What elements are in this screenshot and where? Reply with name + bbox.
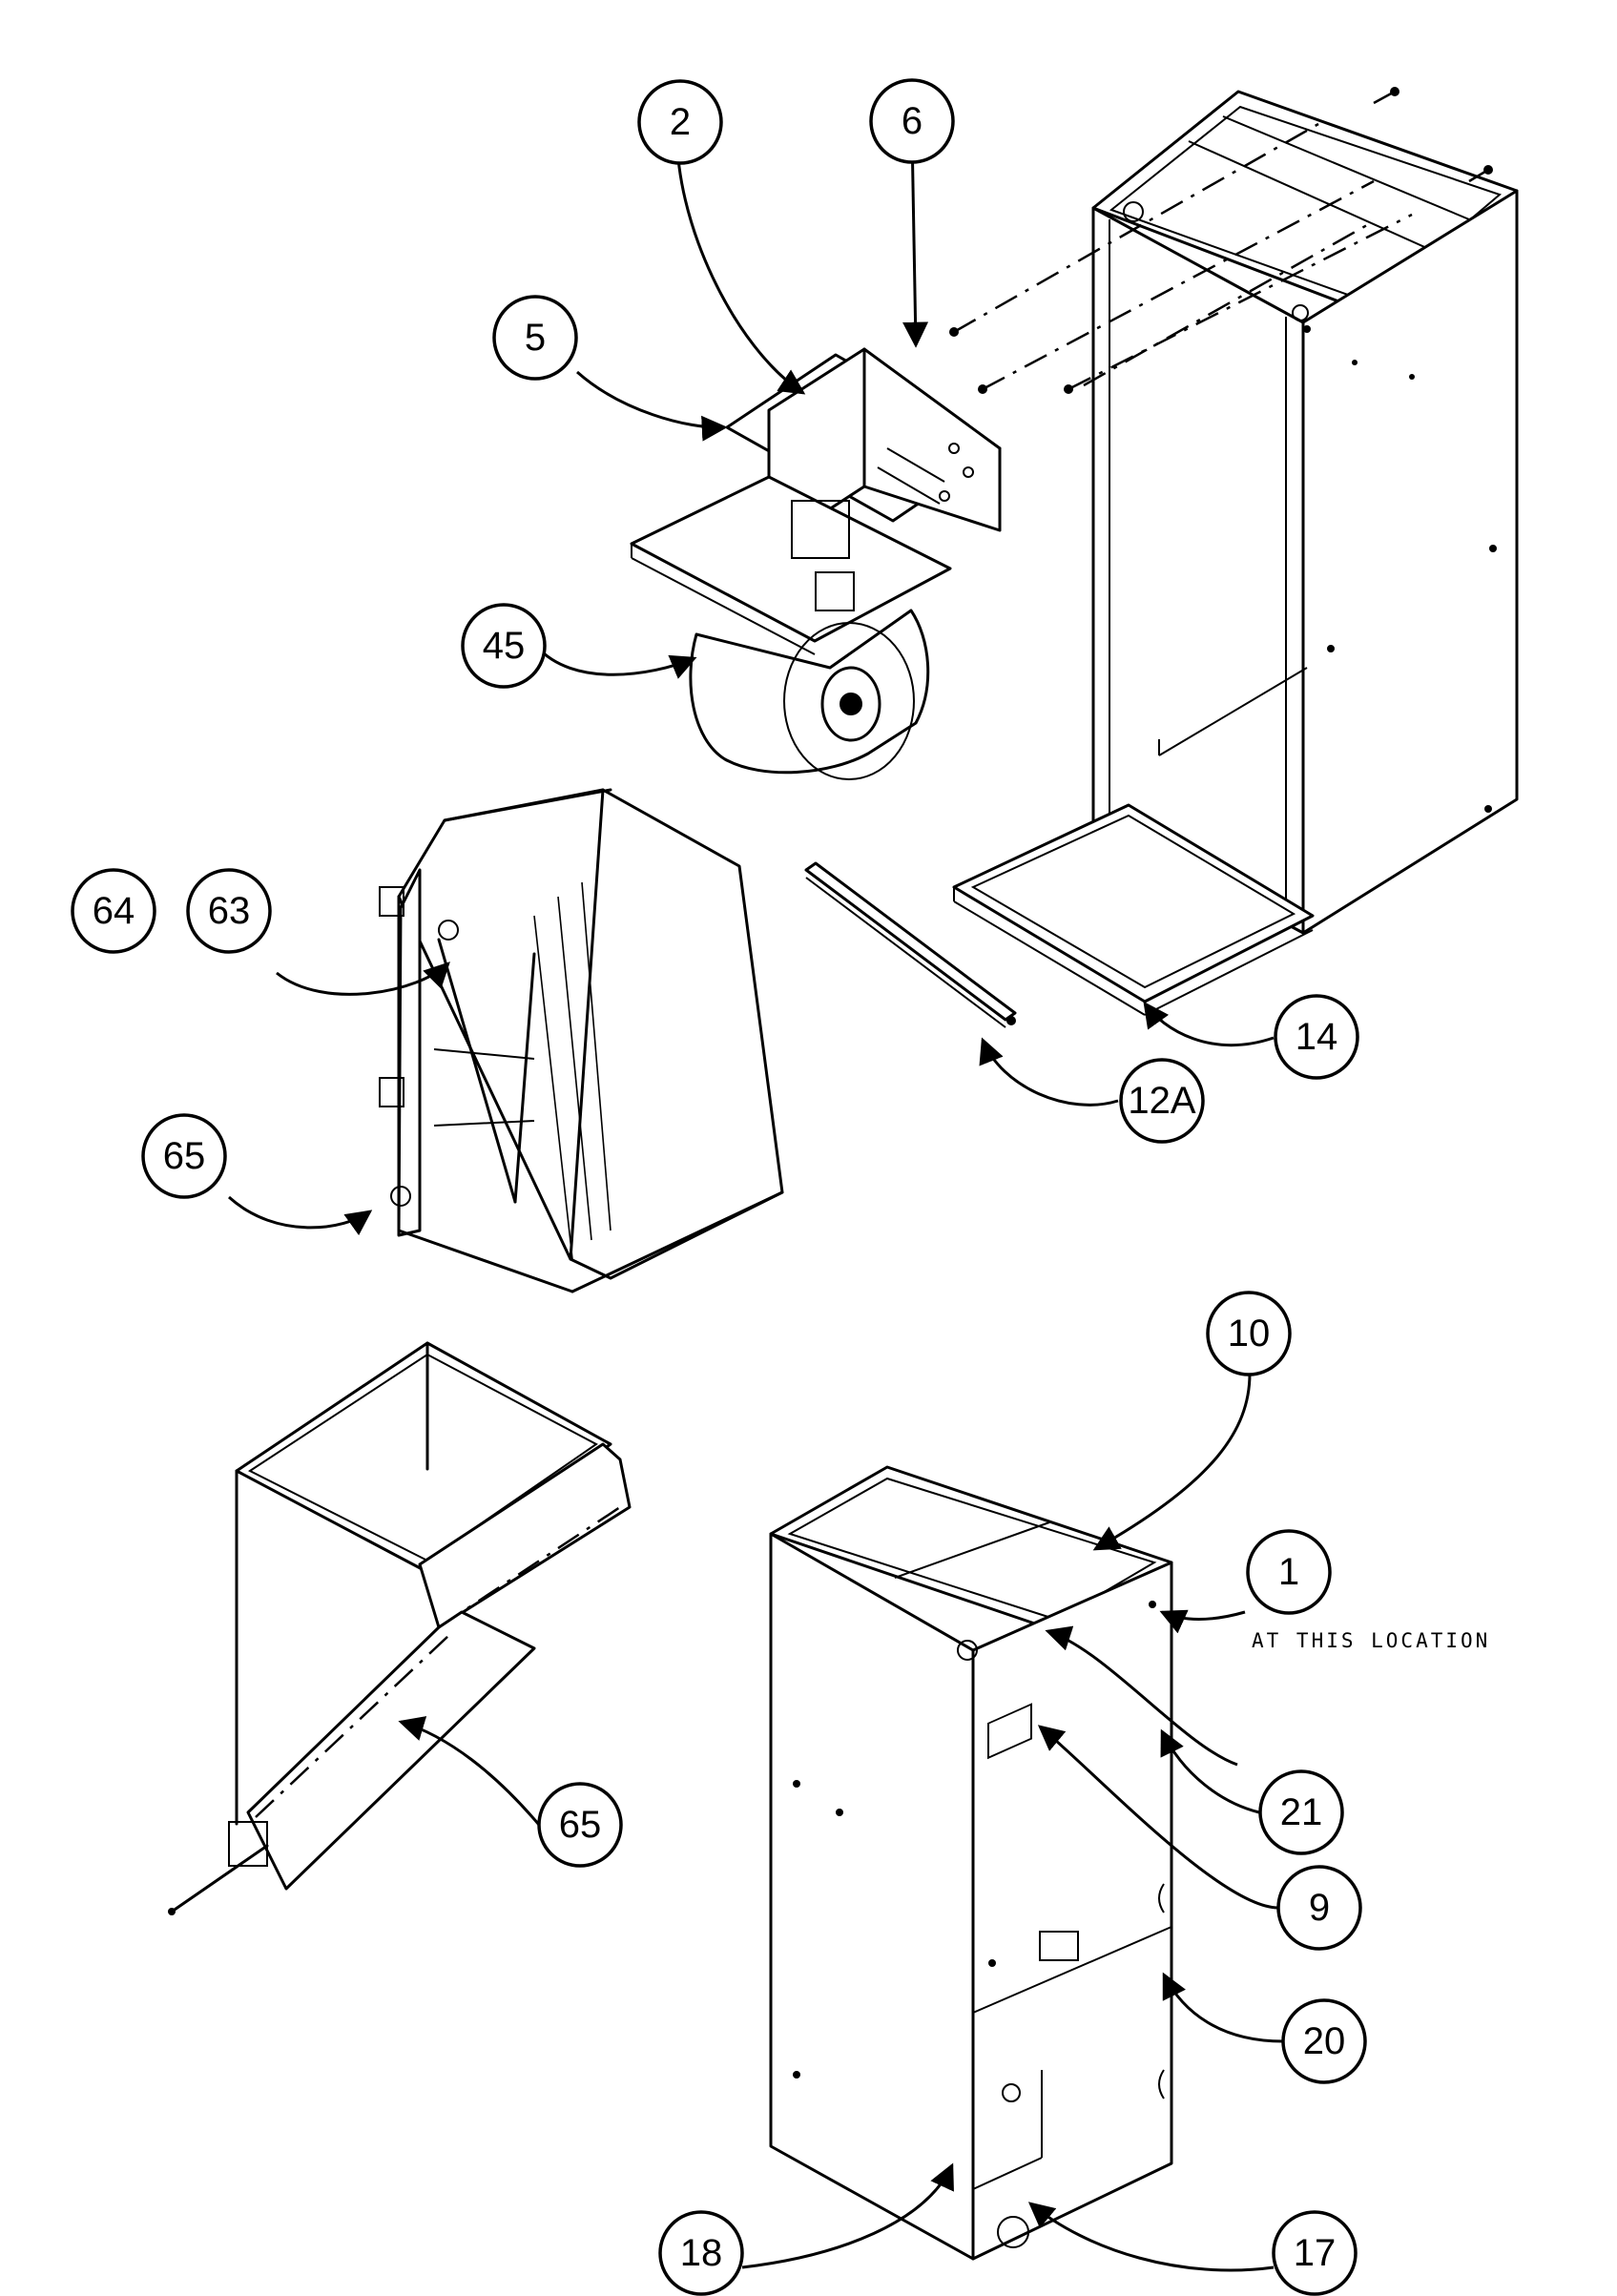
callout-65-lower-label: 65 [559, 1804, 602, 1846]
callout-9: 9 [1276, 1865, 1362, 1951]
callout-12a: 12A [1119, 1058, 1205, 1144]
callout-64: 64 [71, 868, 156, 954]
callout-65-upper: 65 [141, 1113, 227, 1199]
callout-1: 1 [1246, 1529, 1332, 1615]
callout-10-label: 10 [1228, 1313, 1271, 1355]
leader-lines [227, 123, 1284, 2272]
callout-6-label: 6 [902, 100, 923, 142]
callout-5-label: 5 [525, 317, 546, 359]
callout-2-label: 2 [670, 101, 691, 143]
assembled-air-handler [769, 1465, 1173, 2261]
callout-65-upper-label: 65 [163, 1135, 206, 1177]
callout-17: 17 [1272, 2210, 1358, 2296]
upper-cabinet [949, 87, 1519, 1016]
callout-10: 10 [1206, 1291, 1292, 1376]
callout-12a-label: 12A [1128, 1080, 1195, 1122]
callout-14: 14 [1274, 994, 1359, 1080]
callout-21: 21 [1258, 1769, 1344, 1855]
callout-9-label: 9 [1309, 1887, 1330, 1929]
drain-pan-assembly [168, 1341, 632, 1915]
callout-63-label: 63 [208, 890, 251, 932]
callout-1-label: 1 [1278, 1551, 1299, 1593]
callout-45-label: 45 [483, 625, 526, 667]
callout-21-label: 21 [1280, 1791, 1323, 1833]
callout-14-label: 14 [1296, 1016, 1338, 1058]
callout-45: 45 [461, 603, 547, 689]
callout-20: 20 [1281, 1998, 1367, 2084]
callout-2: 2 [637, 79, 723, 165]
blower-assembly [630, 347, 1002, 780]
callout-18: 18 [658, 2210, 744, 2296]
callout-64-label: 64 [93, 890, 135, 932]
callout-65-lower: 65 [537, 1782, 623, 1868]
callout-5: 5 [492, 295, 578, 381]
callout-20-label: 20 [1303, 2020, 1346, 2062]
callout-6: 6 [869, 78, 955, 164]
rail-12a [804, 861, 1017, 1028]
callout-17-label: 17 [1294, 2232, 1337, 2274]
callout-63: 63 [186, 868, 272, 954]
callout-18-label: 18 [680, 2232, 723, 2274]
evaporator-coil [379, 788, 784, 1293]
location-note: AT THIS LOCATION [1252, 1629, 1490, 1652]
